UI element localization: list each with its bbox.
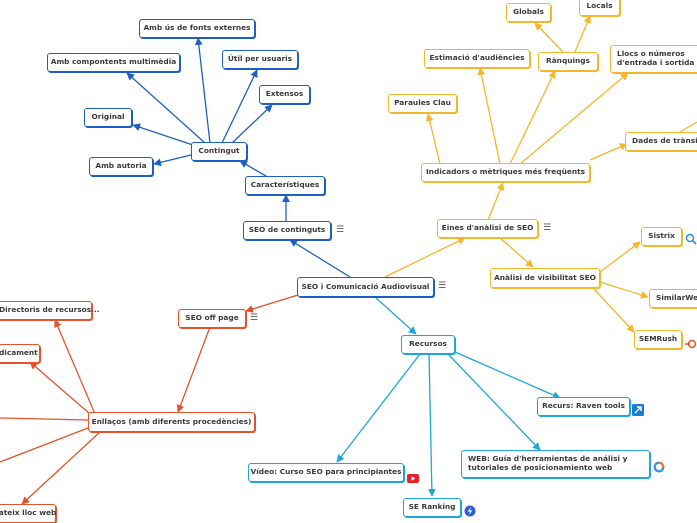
youtube-icon: [407, 468, 419, 487]
link-root-seo-continguts: [289, 239, 351, 278]
node-original[interactable]: Original: [84, 108, 132, 127]
menu-lines-icon[interactable]: ☰: [336, 225, 345, 235]
link-enllacos-left2: [0, 427, 89, 463]
link-visibilitat-semrush: [593, 288, 635, 333]
link-root-offpage: [245, 294, 299, 313]
node-guia[interactable]: WEB: Guía d'herramientas de análisi y tu…: [461, 450, 650, 478]
node-recursos[interactable]: Recursos: [401, 335, 455, 354]
node-multimedia[interactable]: Amb compontents multimèdia: [47, 53, 180, 72]
node-dicament[interactable]: dicament: [0, 344, 40, 363]
node-locals[interactable]: Locals: [579, 0, 620, 16]
node-se-ranking[interactable]: SE Ranking: [403, 498, 461, 517]
node-semrush[interactable]: SEMRush: [634, 330, 682, 349]
menu-lines-icon[interactable]: ☰: [543, 223, 552, 233]
node-estimacio[interactable]: Estimació d'audiències: [424, 49, 530, 68]
node-directoris[interactable]: Directoris de recursos...: [0, 301, 100, 320]
node-eines-analisi[interactable]: Eines d'anàlisi de SEO: [437, 219, 538, 238]
link-enllacos-directoris: [54, 319, 96, 415]
link-root-recursos: [374, 296, 417, 335]
link-contingut-extensos: [231, 104, 273, 144]
node-analisi-visibilitat[interactable]: Anàlisi de visibilitat SEO: [490, 268, 600, 288]
ring-logo-icon: [653, 458, 665, 477]
link-visibilitat-sistrix: [599, 241, 641, 273]
node-contingut[interactable]: Contingut: [191, 142, 247, 161]
node-seo-offpage[interactable]: SEO off page: [178, 309, 246, 328]
link-root-eines: [384, 237, 466, 278]
link-recursos-seranking: [427, 353, 436, 497]
link-caracteristiques-contingut: [239, 160, 267, 177]
node-dades-transit[interactable]: Dades de trànsit: [625, 132, 697, 151]
link-recursos-raven: [454, 351, 561, 399]
link-enllacos-dicament: [29, 361, 91, 415]
link-indicadors-paraules: [425, 113, 441, 165]
node-mateix-lloc[interactable]: mateix lloc web: [0, 504, 56, 523]
link-indicadors-llocs: [519, 72, 629, 165]
node-video[interactable]: Vídeo: Curso SEO para principiantes: [248, 463, 404, 482]
menu-lines-icon[interactable]: ☰: [250, 313, 259, 323]
link-eines-visibilitat: [499, 237, 534, 268]
link-contingut-util: [221, 69, 258, 144]
link-dades-extra: [679, 121, 697, 133]
link-recursos-video: [336, 353, 421, 463]
link-offpage-enllacos: [176, 326, 211, 413]
link-contingut-multimedia: [126, 72, 206, 144]
node-sistrix[interactable]: Sistrix: [641, 227, 682, 246]
node-similarweb[interactable]: SimilarWeb: [649, 289, 697, 308]
link-indicadors-dades: [589, 143, 628, 161]
node-caracteristiques[interactable]: Característiques: [245, 176, 325, 195]
link-contingut-fonts: [194, 37, 211, 144]
node-ranquings[interactable]: Rànquings: [538, 52, 598, 71]
link-enllacos-mateix: [21, 431, 101, 505]
link-contingut-original: [132, 123, 194, 146]
se-ranking-icon: [464, 502, 476, 521]
link-enllacos-left1: [0, 417, 89, 421]
link-ranquings-globals: [534, 22, 564, 53]
link-visibilitat-similarweb: [599, 281, 649, 299]
node-globals[interactable]: Globals: [506, 3, 551, 22]
node-autoria[interactable]: Amb autoria: [89, 157, 153, 176]
semrush-logo-icon: [685, 334, 697, 353]
node-enllacos[interactable]: Enllaços (amb diferents procedències): [88, 412, 255, 432]
magnifier-icon: [685, 230, 697, 249]
node-util-usuaris[interactable]: Útil per usuaris: [222, 50, 298, 69]
raven-tools-icon: [632, 401, 644, 420]
link-ranquings-locals: [574, 15, 591, 53]
node-raven[interactable]: Recurs: Raven tools: [537, 397, 630, 416]
link-contingut-autoria: [153, 154, 192, 167]
node-indicadors[interactable]: Indicadors o mètriques més freqüents: [421, 163, 590, 182]
node-root[interactable]: SEO i Comunicació Audiovisual: [297, 277, 434, 297]
node-llocs-sortida[interactable]: Llocs o números d'entrada i sortida: [610, 45, 697, 73]
node-extensos[interactable]: Extensos: [259, 85, 310, 104]
link-indicadors-ranquings: [509, 70, 556, 165]
link-eines-indicadors: [487, 182, 504, 221]
node-paraules-clau[interactable]: Paraules Clau: [388, 94, 457, 113]
menu-lines-icon[interactable]: ☰: [438, 281, 447, 291]
link-recursos-guia: [447, 353, 541, 451]
node-seo-continguts[interactable]: SEO de continguts: [243, 221, 331, 240]
link-indicadors-estimacio: [477, 67, 501, 165]
node-fonts-externes[interactable]: Amb ús de fonts externes: [139, 19, 255, 38]
